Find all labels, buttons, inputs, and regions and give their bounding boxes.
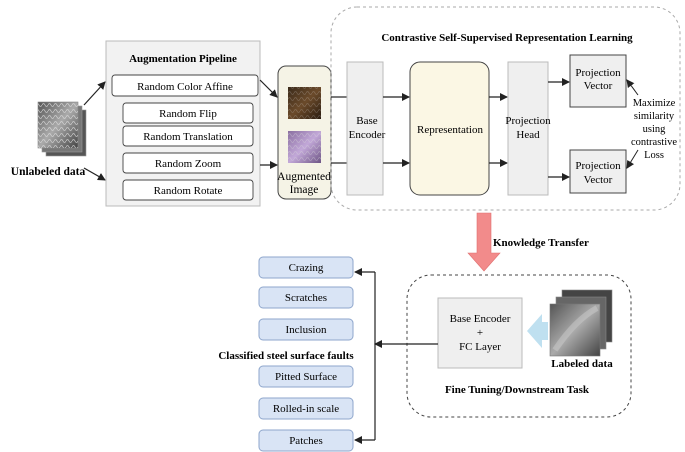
- class-inclusion: [258, 318, 354, 341]
- class-label: Pitted Surface: [275, 371, 337, 383]
- class-scratches: [258, 286, 354, 309]
- augmented-image-label-line1: Augmented: [277, 171, 331, 183]
- arrow-loss-to-vector-top: [626, 79, 639, 96]
- loss-note-line5: Loss: [644, 150, 664, 161]
- arrow-pipeline-to-augmented-top: [259, 79, 278, 98]
- fine-tuning-region: [406, 274, 632, 418]
- fc-box-label-line1: Base Encoder: [450, 313, 511, 325]
- class-label: Crazing: [289, 262, 324, 274]
- projection-head-label-line2: Head: [516, 129, 540, 141]
- arrow-loss-to-vector-bottom: [626, 149, 639, 169]
- projection-vector-bottom-label-line2: Vector: [584, 174, 613, 186]
- base-encoder-fc-box: [437, 297, 523, 369]
- projection-vector-top-label-line2: Vector: [584, 80, 613, 92]
- augmented-image-label-line2: Image: [290, 184, 319, 196]
- class-label: Patches: [289, 435, 323, 447]
- loss-note-line1: Maximize: [633, 98, 676, 109]
- projection-vector-bottom: [569, 149, 627, 194]
- class-rolled-in-scale: [258, 397, 354, 420]
- loss-note-line4: contrastive: [631, 137, 677, 148]
- labeled-data-images: [549, 289, 613, 357]
- loss-note-line2: similarity: [634, 111, 675, 122]
- fc-box-label-line3: FC Layer: [459, 341, 501, 353]
- step-random-rotate: [122, 179, 254, 201]
- step-label: Random Rotate: [154, 185, 223, 197]
- projection-vector-top-label-line1: Projection: [575, 67, 621, 79]
- fc-box-label-line2: +: [477, 327, 483, 339]
- step-random-zoom: [122, 152, 254, 174]
- step-label: Random Color Affine: [137, 81, 233, 93]
- augmentation-pipeline-panel: [105, 40, 261, 207]
- labeled-data-label: Labeled data: [551, 358, 613, 370]
- classified-faults-title: Classified steel surface faults: [218, 350, 354, 362]
- representation-box: [409, 61, 490, 196]
- fine-tuning-title: Fine Tuning/Downstream Task: [445, 384, 590, 396]
- representation-label: Representation: [417, 124, 483, 136]
- class-crazing: [258, 256, 354, 279]
- projection-vector-top: [569, 54, 627, 108]
- step-random-flip: [122, 102, 254, 124]
- class-label: Scratches: [285, 292, 327, 304]
- loss-note-line3: using: [643, 124, 667, 135]
- class-pitted-surface: [258, 365, 354, 388]
- knowledge-transfer-label: Knowledge Transfer: [493, 237, 589, 249]
- unlabeled-data-label: Unlabeled data: [11, 166, 86, 178]
- labeled-data-arrow: [527, 314, 548, 348]
- knowledge-transfer-arrow: [467, 212, 501, 272]
- augmentation-pipeline-title: Augmentation Pipeline: [129, 53, 237, 65]
- class-label: Rolled-in scale: [273, 403, 339, 415]
- base-encoder-label-line2: Encoder: [349, 129, 386, 141]
- class-patches: [258, 429, 354, 452]
- step-label: Random Translation: [143, 131, 233, 143]
- class-label: Inclusion: [286, 324, 327, 336]
- base-encoder-label-line1: Base: [356, 115, 378, 127]
- base-encoder-box: [346, 61, 384, 196]
- step-random-translation: [122, 125, 254, 147]
- step-random-color-affine: [111, 74, 259, 97]
- projection-vector-bottom-label-line1: Projection: [575, 160, 621, 172]
- step-label: Random Flip: [159, 108, 217, 120]
- projection-head-label-line1: Projection: [505, 115, 551, 127]
- arrow-unlabeled-to-pipeline-top: [83, 81, 106, 106]
- step-label: Random Zoom: [155, 158, 222, 170]
- projection-head-box: [507, 61, 549, 196]
- arrow-unlabeled-to-pipeline-bottom: [83, 167, 106, 181]
- contrastive-learning-region: [330, 6, 681, 211]
- contrastive-learning-title: Contrastive Self-Supervised Representati…: [381, 32, 633, 44]
- unlabeled-data-images: [37, 101, 87, 157]
